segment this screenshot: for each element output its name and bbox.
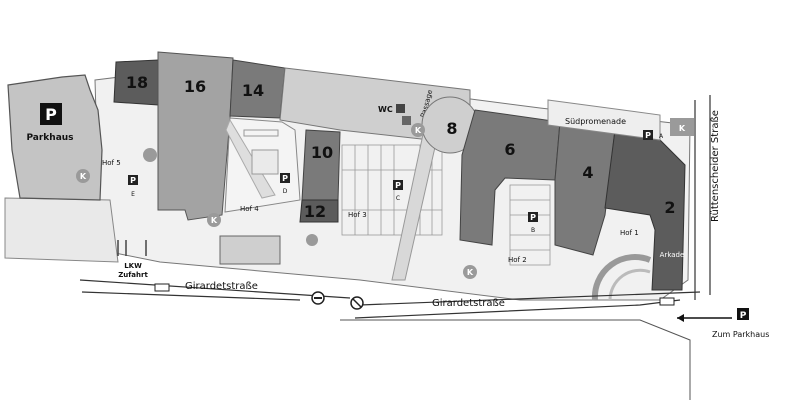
suedpromenade-area[interactable]: Südpromenade P A [547, 99, 664, 141]
svg-text:P: P [645, 131, 651, 140]
svg-text:P: P [530, 213, 536, 222]
kiosk-icon: K [463, 265, 477, 279]
girardetstrasse-east-label: Girardetstraße [432, 298, 505, 309]
parking-sign-icon [128, 175, 138, 185]
svg-text:16: 16 [184, 77, 206, 96]
toilet-icon [396, 104, 405, 113]
building-18[interactable]: 18 [113, 59, 159, 106]
svg-text:2: 2 [664, 198, 675, 217]
parking-sign-icon [393, 180, 403, 190]
ruettenscheider-strasse-label: Rüttenscheider Straße [710, 110, 721, 222]
svg-text:Hof 4: Hof 4 [240, 205, 259, 213]
kiosk-icon: K [207, 213, 221, 227]
lot-a-label: A [659, 133, 664, 140]
hof1-court: Hof 1 [591, 229, 652, 301]
parking-sign-e: P E [128, 175, 138, 198]
ruettenscheider-strasse-road [694, 95, 711, 300]
svg-text:K: K [467, 268, 474, 277]
svg-text:K: K [679, 124, 686, 133]
lot-b-label: B [531, 227, 535, 234]
traffic-barrier-icon [117, 240, 147, 256]
parkhaus-building[interactable]: P Parkhaus [7, 74, 103, 201]
building-16[interactable]: 16 [157, 51, 234, 221]
lot-d-label: D [283, 188, 288, 195]
no-entry-sign-icon [311, 291, 325, 305]
parking-meter-icon [659, 297, 675, 306]
lot-c-label: C [396, 195, 400, 202]
svg-text:4: 4 [582, 163, 593, 182]
svg-text:10: 10 [311, 143, 333, 162]
hof4-court: Hof 4 [224, 117, 301, 213]
kiosk-icon: K [76, 169, 90, 183]
atm-icon [402, 116, 411, 125]
parking-sign-a: P A [643, 130, 664, 140]
building-10[interactable]: 10 [301, 129, 341, 201]
arkade-label: Arkade [660, 251, 685, 259]
parking-sign-d: P D [280, 173, 290, 195]
svg-text:P: P [395, 181, 401, 190]
svg-text:14: 14 [242, 81, 264, 100]
tree-hof4 [306, 234, 318, 246]
svg-text:K: K [211, 216, 218, 225]
kiosk-icon: K [670, 118, 694, 136]
hof2-label: Hof 2 [508, 256, 527, 264]
svg-text:P: P [740, 311, 747, 321]
parking-sign-icon [737, 308, 749, 320]
parking-sign-icon [280, 173, 290, 183]
svg-text:8: 8 [446, 119, 457, 138]
girardetstrasse-west-label: Girardetstraße [185, 281, 258, 292]
kiosk-icon: K [411, 123, 425, 137]
parking-sign-icon [643, 130, 653, 140]
no-entry-sign-icon [350, 296, 364, 310]
left-sidewalk [4, 197, 119, 263]
svg-text:18: 18 [126, 73, 148, 92]
building-12[interactable]: 12 [299, 199, 339, 223]
lot-e-label: E [131, 191, 135, 198]
svg-text:Hof 1: Hof 1 [620, 229, 639, 237]
hof5-label: Hof 5 [102, 159, 121, 167]
girardetstrasse-road [79, 279, 701, 319]
svg-text:K: K [80, 172, 87, 181]
svg-text:12: 12 [304, 202, 326, 221]
zum-parkhaus-label: Zum Parkhaus [712, 330, 769, 339]
small-building-south[interactable] [219, 235, 281, 265]
building-2[interactable]: 2 Arkade [604, 129, 686, 291]
parking-sign-icon [40, 103, 62, 125]
hof5-tree [143, 148, 157, 162]
zum-parkhaus-sign[interactable]: P Zum Parkhaus [677, 308, 769, 339]
road-edge-south [340, 319, 691, 400]
wc-label: WC [378, 105, 393, 114]
svg-text:P: P [130, 176, 136, 185]
svg-text:Südpromenade: Südpromenade [565, 117, 626, 126]
svg-text:K: K [415, 126, 422, 135]
parking-sign-c: P C [393, 180, 403, 202]
svg-text:P: P [282, 174, 288, 183]
parking-sign-b: P B [528, 212, 538, 234]
lkw-label: LKW [124, 262, 142, 270]
hof3-label: Hof 3 [348, 211, 367, 219]
parkhaus-sign-letter: P [45, 105, 57, 124]
parkhaus-label: Parkhaus [26, 133, 73, 143]
zufahrt-label: Zufahrt [118, 271, 148, 279]
svg-text:6: 6 [504, 140, 515, 159]
parking-sign-icon [528, 212, 538, 222]
building-14[interactable]: 14 [229, 59, 286, 119]
parking-meter-icon [154, 283, 170, 292]
